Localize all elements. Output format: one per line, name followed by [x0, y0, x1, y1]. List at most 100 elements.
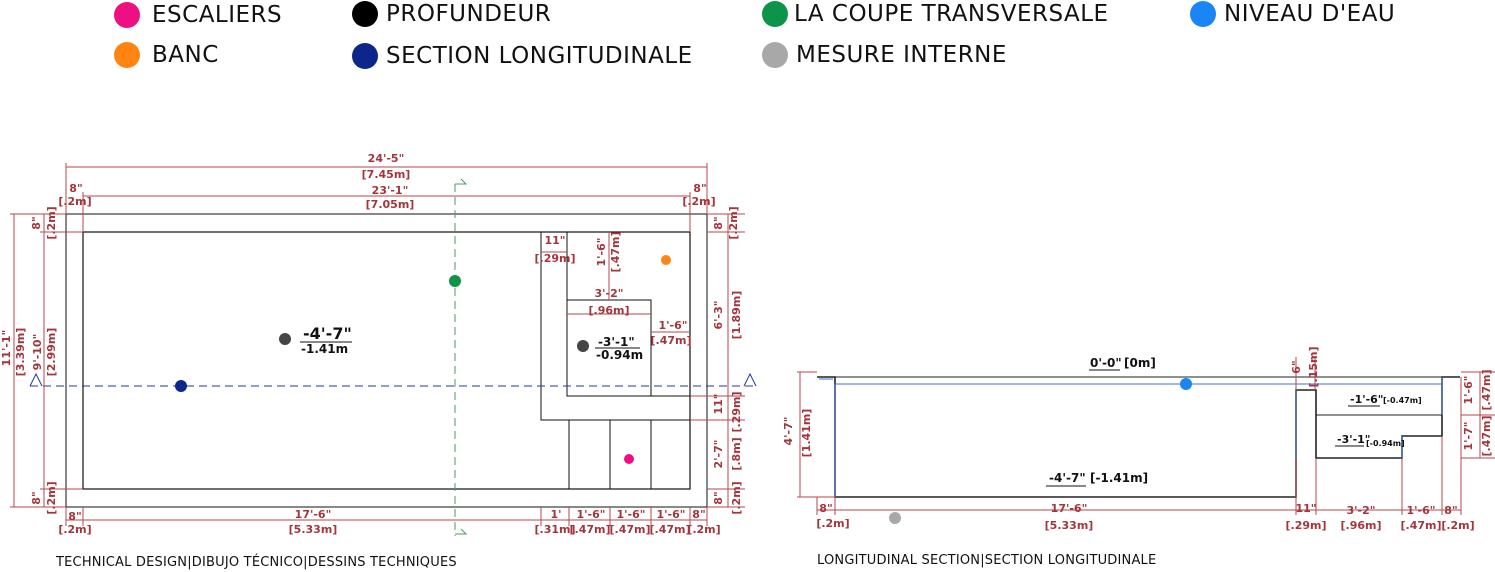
legend-escaliers: ESCALIERS — [114, 2, 282, 28]
legend-dot-coupe — [762, 1, 788, 27]
plan-right-mid: 11" — [712, 393, 725, 414]
section-right-bot: 1'-7" — [1462, 422, 1475, 451]
legend-label: SECTION LONGITUDINALE — [386, 43, 693, 69]
plan-inner-length-m: [7.05m] — [366, 198, 415, 211]
plan-wall-right-m: [.2m] — [682, 195, 715, 208]
section-water-level: 0'-0" — [1090, 356, 1122, 370]
legend-niveau-eau: NIVEAU D'EAU — [1190, 1, 1395, 27]
legend-label: NIVEAU D'EAU — [1224, 1, 1396, 27]
plan-stair-4: 8" — [692, 508, 705, 521]
depth-marker — [279, 333, 291, 345]
section-floor-depth: -4'-7" — [1049, 471, 1086, 485]
plan-wall-left: 8" — [69, 182, 82, 195]
internal-measure-marker — [889, 512, 901, 524]
plan-stair-2: 1'-6" — [617, 508, 646, 521]
plan-right-bot-m: [.8m] — [730, 437, 743, 470]
plan-wall-top-m: [.2m] — [45, 206, 58, 239]
legend-dot-banc — [114, 42, 140, 68]
legend-dot-section — [352, 43, 378, 69]
section-bottom-2-m: [.29m] — [1285, 519, 1326, 532]
section-floor-depth-m: [-1.41m] — [1090, 471, 1148, 485]
plan-stair-0-m: [.31m] — [534, 523, 575, 536]
longitudinal-arrow — [743, 372, 757, 387]
plan-wall-bottom-right: 8" — [712, 491, 725, 504]
section-step-depth: -3'-1" — [1337, 433, 1371, 446]
bench-marker — [661, 255, 671, 265]
section-bottom-4-m: [.47m] — [1400, 519, 1441, 532]
plan-depth-step: -3'-1" — [598, 335, 635, 349]
plan-stair-3-m: [.47m] — [649, 523, 690, 536]
depth-marker — [577, 340, 589, 352]
section-freeboard: 6" — [1290, 360, 1303, 373]
legend-mesure-interne: MESURE INTERNE — [762, 42, 1007, 68]
plan-bench-edge — [540, 232, 690, 421]
section-bottom-4: 1'-6" — [1407, 504, 1436, 517]
plan-stair-1-m: [.47m] — [569, 523, 610, 536]
plan-bottom-main: 17'-6" — [295, 508, 332, 521]
section-bottom-3: 3'-2" — [1347, 504, 1376, 517]
longitudinal-section-marker — [175, 380, 187, 392]
plan-total-length: 24'-5" — [368, 152, 405, 165]
section-bottom-0-m: [.2m] — [816, 517, 849, 530]
legend-profundeur: PROFUNDEUR — [352, 1, 551, 27]
plan-stair-4-m: [.2m] — [687, 523, 720, 536]
plan-view: 24'-5" [7.45m] 23'-1" [7.05m] 8" [.2m] 8… — [0, 152, 757, 536]
legend-label: LA COUPE TRANSVERSALE — [794, 1, 1109, 27]
plan-wall-bottom-right-m: [.2m] — [730, 481, 743, 514]
plan-bottom-wall-left-m: [.2m] — [58, 523, 91, 536]
plan-bench-width-m: [.29m] — [534, 252, 575, 265]
plan-right-top: 6'-3" — [712, 301, 725, 330]
section-bottom-0: 8" — [819, 502, 832, 515]
plan-step-width: 3'-2" — [595, 287, 624, 300]
section-view: 0'-0" [0m] 6" [.15m] 4'-7" [1.41m] -1'-6… — [782, 346, 1495, 532]
plan-wall-top: 8" — [30, 216, 43, 229]
plan-total-width: 11'-1" — [0, 330, 13, 367]
section-right-bot-m: [.47m] — [1480, 415, 1493, 456]
section-step-depth-m: [-0.94m] — [1366, 439, 1405, 448]
plan-bottom-wall-left: 8" — [68, 510, 81, 523]
section-right-top: 1'-6" — [1462, 376, 1475, 405]
plan-step-box — [566, 300, 651, 397]
plan-stair-0: 1' — [550, 508, 561, 521]
water-level-marker — [1180, 378, 1192, 390]
legend-dot-escaliers — [114, 2, 140, 28]
plan-stair-2-m: [.47m] — [609, 523, 650, 536]
stairs-marker — [624, 454, 634, 464]
section-bottom-5-m: [.2m] — [1441, 519, 1474, 532]
cross-section-marker — [449, 275, 461, 287]
section-freeboard-m: [.15m] — [1307, 346, 1320, 387]
section-water-level-m: [0m] — [1124, 356, 1156, 370]
section-bottom-3-m: [.96m] — [1340, 519, 1381, 532]
plan-step-edge — [566, 232, 690, 397]
plan-depth-main: -4'-7" — [303, 324, 352, 343]
legend-dot-profundeur — [352, 1, 378, 27]
plan-outer-wall — [65, 213, 708, 508]
section-bottom-1: 17'-6" — [1051, 502, 1088, 515]
cross-section-arrow — [455, 178, 468, 185]
plan-right-bot: 2'-7" — [712, 440, 725, 469]
section-bench-depth: -1'-6" — [1350, 393, 1384, 406]
legend-label: PROFUNDEUR — [386, 1, 552, 27]
legend-label: BANC — [152, 42, 219, 68]
plan-wall-top-right-m: [.2m] — [727, 206, 740, 239]
plan-bench-width: 11" — [544, 234, 565, 247]
plan-total-length-m: [7.45m] — [362, 168, 411, 181]
plan-inner-wall — [82, 231, 691, 490]
caption-technical-design: TECHNICAL DESIGN|DIBUJO TÉCNICO|DESSINS … — [56, 555, 457, 570]
plan-inner-length: 23'-1" — [372, 184, 409, 197]
caption-longitudinal-section: LONGITUDINAL SECTION|SECTION LONGITUDINA… — [817, 553, 1157, 568]
cross-section-arrow — [455, 528, 468, 535]
plan-bench-top: 1'-6" — [595, 238, 608, 267]
plan-inner-width: 9'-10" — [31, 334, 44, 371]
plan-wall-left-m: [.2m] — [58, 195, 91, 208]
plan-inner-width-m: [2.99m] — [45, 328, 58, 377]
plan-wall-top-right: 8" — [712, 216, 725, 229]
legend-label: MESURE INTERNE — [796, 42, 1007, 68]
plan-stair-1: 1'-6" — [577, 508, 606, 521]
legend-section-longitudinale: SECTION LONGITUDINALE — [352, 43, 693, 69]
plan-bench-top-m: [.47m] — [609, 231, 622, 272]
section-right-top-m: [.47m] — [1480, 369, 1493, 410]
plan-step-width-m: [.96m] — [588, 304, 629, 317]
legend-dot-mesure — [762, 42, 788, 68]
